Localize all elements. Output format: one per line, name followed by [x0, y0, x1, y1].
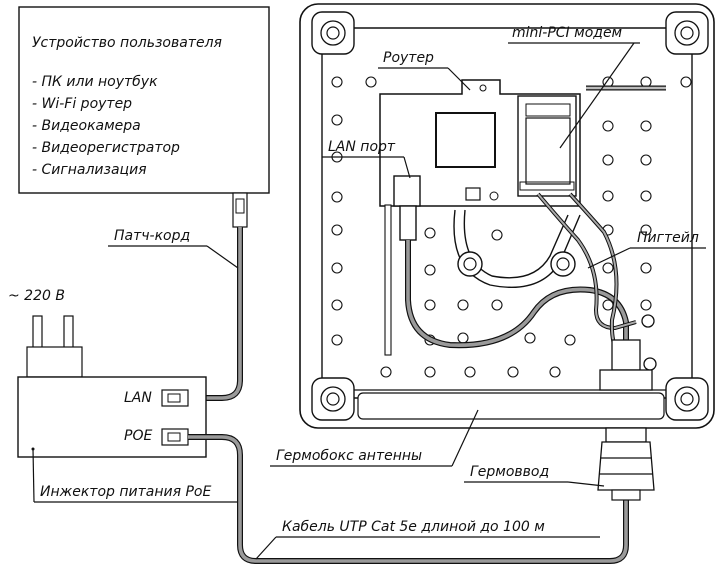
- user-device-item: - Видеорегистратор: [32, 140, 180, 156]
- user-device-item: - Сигнализация: [32, 162, 147, 178]
- patch-cord-label: Патч-корд: [114, 228, 190, 244]
- hermobox-label: Гермобокс антенны: [276, 448, 422, 464]
- poe-port-text: POE: [124, 428, 152, 444]
- lan-port-text: LAN: [124, 390, 152, 406]
- corner-mount-icon: [311, 377, 355, 421]
- router-label: Роутер: [383, 50, 434, 66]
- pigtail-label: Пигтейл: [637, 230, 699, 246]
- corner-mount-icon: [665, 11, 709, 55]
- corner-mount-icon: [665, 377, 709, 421]
- user-device-item: - ПК или ноутбук: [32, 74, 158, 90]
- user-device-item: - Видеокамера: [32, 118, 141, 134]
- power-plug-icon: [26, 315, 83, 378]
- gland-label: Гермоввод: [470, 464, 549, 480]
- user-device-item: - Wi-Fi роутер: [32, 96, 132, 112]
- mains-voltage-label: ~ 220 В: [8, 288, 65, 304]
- user-device-title: Устройство пользователя: [32, 35, 222, 51]
- cable-gland: [597, 339, 655, 501]
- patch-cord-cable: [200, 227, 243, 401]
- router-lan-port: [384, 175, 421, 356]
- router-board: [379, 79, 581, 207]
- corner-mount-icon: [311, 11, 355, 55]
- antenna-element: [453, 85, 666, 288]
- mini-pci-modem: [517, 95, 577, 197]
- lan-port-label: LAN порт: [328, 139, 396, 155]
- cable-label: Кабель UTP Cat 5e длиной до 100 м: [282, 519, 545, 535]
- modem-label: mini-PCI модем: [512, 25, 623, 41]
- user-device-box: Устройство пользователя - ПК или ноутбук…: [18, 6, 270, 194]
- injector-label: Инжектор питания PoE: [40, 484, 211, 500]
- rj45-plug-icon: [232, 192, 248, 228]
- poe-injector-box: LAN POE: [17, 376, 207, 458]
